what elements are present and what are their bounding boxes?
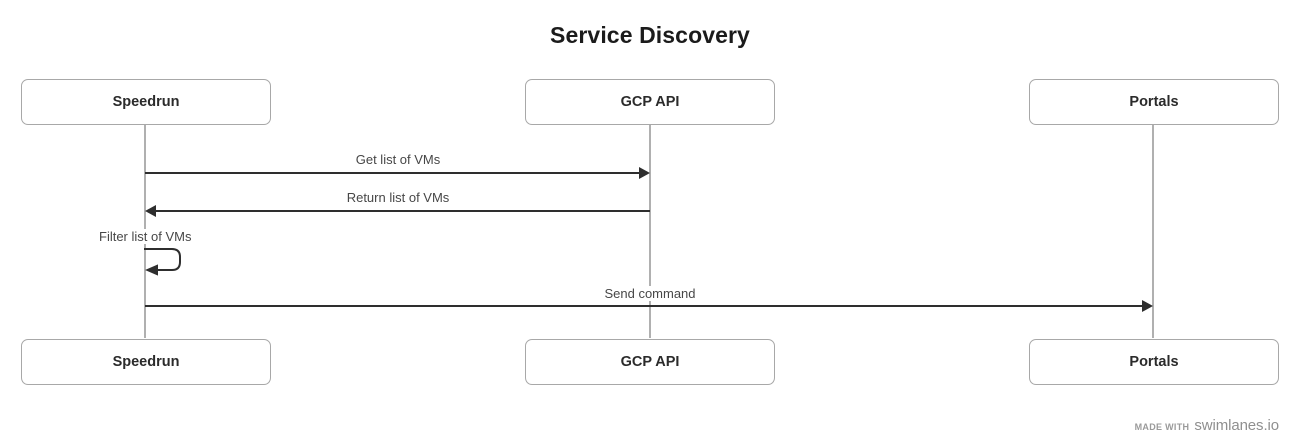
participant-label-gcp-api-top: GCP API <box>620 94 680 110</box>
participant-box-gcp-api-top[interactable]: GCP API <box>525 79 775 125</box>
arrowhead-left-return-list-of-vms <box>145 205 156 217</box>
participant-box-speedrun-bottom[interactable]: Speedrun <box>21 339 271 385</box>
self-message-loop-filter-list-of-vms <box>144 248 205 278</box>
arrowhead-right-get-list-of-vms <box>639 167 650 179</box>
message-line-return-list-of-vms <box>156 210 650 212</box>
participant-label-gcp-api-bottom: GCP API <box>620 354 680 370</box>
page-title: Service Discovery <box>550 22 750 48</box>
message-line-send-command <box>145 305 1145 307</box>
message-label-return-list-of-vms: Return list of VMs <box>342 190 454 205</box>
lifeline-portals <box>1152 125 1154 338</box>
watermark[interactable]: MADE WITH swimlanes.io <box>1135 417 1279 434</box>
message-label-filter-list-of-vms: Filter list of VMs <box>95 229 196 244</box>
participant-label-speedrun-bottom: Speedrun <box>112 354 180 370</box>
participant-box-speedrun-top[interactable]: Speedrun <box>21 79 271 125</box>
participant-label-portals-top: Portals <box>1129 94 1179 110</box>
watermark-made-with-label: MADE WITH <box>1134 422 1190 432</box>
lifeline-gcp-api <box>649 125 651 338</box>
message-label-send-command: Send command <box>600 286 700 301</box>
participant-label-portals-bottom: Portals <box>1129 354 1179 370</box>
participant-box-portals-bottom[interactable]: Portals <box>1029 339 1279 385</box>
participant-label-speedrun-top: Speedrun <box>112 94 180 110</box>
arrowhead-right-send-command <box>1142 300 1153 312</box>
participant-box-gcp-api-bottom[interactable]: GCP API <box>525 339 775 385</box>
message-label-get-list-of-vms: Get list of VMs <box>351 152 445 167</box>
message-line-get-list-of-vms <box>145 172 642 174</box>
participant-box-portals-top[interactable]: Portals <box>1029 79 1279 125</box>
watermark-brand-label: swimlanes.io <box>1194 417 1279 434</box>
